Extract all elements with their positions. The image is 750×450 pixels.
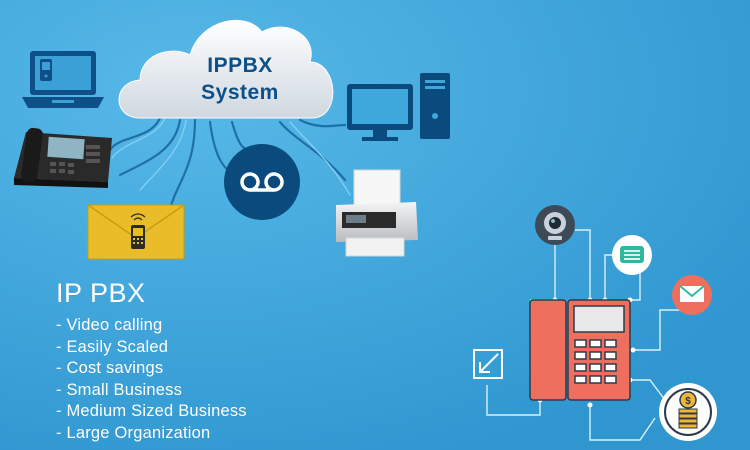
feature-panel: IP PBX - Video calling - Easily Scaled -… <box>56 278 247 445</box>
cloud-title: IPPBX System <box>170 52 310 106</box>
money-icon: $ <box>659 383 717 441</box>
cloud-title-line1: IPPBX <box>207 54 273 77</box>
feature-item: - Easily Scaled <box>56 337 169 356</box>
sms-envelope-icon <box>87 204 185 260</box>
laptop-icon <box>22 51 104 108</box>
feature-heading: IP PBX <box>56 278 146 308</box>
feature-item: - Small Business <box>56 380 183 399</box>
feature-item: - Large Organization <box>56 423 211 442</box>
office-phone-icon <box>529 299 631 401</box>
webcam-icon <box>535 205 575 245</box>
feature-item: - Video calling <box>56 316 163 334</box>
cloud-title-line2: System <box>201 81 279 104</box>
ippbx-cloud <box>118 19 334 119</box>
chat-icon <box>612 235 652 275</box>
voicemail-icon <box>224 144 300 220</box>
svg-text:$: $ <box>685 396 691 407</box>
email-icon <box>672 275 712 315</box>
resize-icon <box>473 349 503 379</box>
feature-item: - Cost savings <box>56 359 164 378</box>
desktop-computer-icon <box>347 73 450 141</box>
feature-item: - Medium Sized Business <box>56 402 247 421</box>
cloud-cables <box>108 116 347 212</box>
desk-phone-icon <box>14 127 112 188</box>
fax-machine-icon <box>336 169 418 257</box>
feature-list: - Video calling - Easily Scaled - Cost s… <box>56 315 247 445</box>
